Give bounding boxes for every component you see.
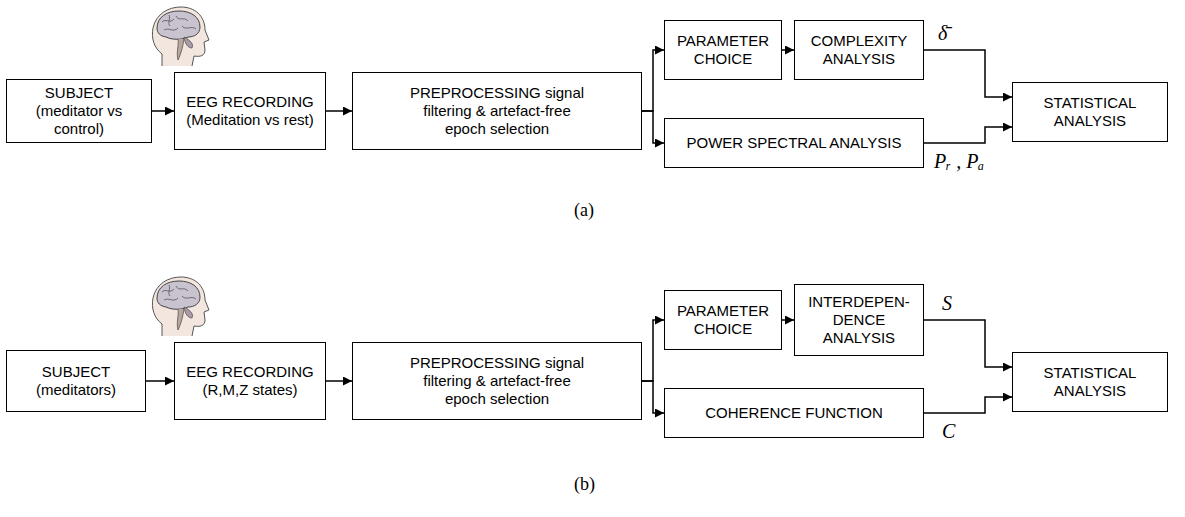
box-text: PREPROCESSING signal filtering & artefac… xyxy=(408,84,586,138)
flow-arrow xyxy=(924,320,1012,367)
flow-arrow xyxy=(782,49,794,51)
analysis-box: COMPLEXITY ANALYSIS xyxy=(794,20,924,80)
analysis-box: POWER SPECTRAL ANALYSIS xyxy=(664,118,924,168)
flow-arrow xyxy=(924,50,1012,97)
box-text: SUBJECT (meditators) xyxy=(20,363,132,399)
brain-head-icon xyxy=(148,274,210,340)
flow-arrow xyxy=(152,110,174,112)
preprocessing-box: PREPROCESSING signal filtering & artefac… xyxy=(352,342,642,420)
flow-arrow xyxy=(326,380,352,382)
flow-arrow xyxy=(326,110,352,112)
parameter-box: PARAMETER CHOICE xyxy=(664,20,782,80)
box-text: STATISTICAL ANALYSIS xyxy=(1030,94,1150,130)
box-text: INTERDEPEN- DENCE ANALYSIS xyxy=(806,293,912,347)
box-text: POWER SPECTRAL ANALYSIS xyxy=(686,134,901,152)
analysis-box: COHERENCE FUNCTION xyxy=(664,388,924,438)
flow-arrow xyxy=(642,111,664,143)
box-text: STATISTICAL ANALYSIS xyxy=(1030,364,1150,400)
brain-head-icon xyxy=(148,4,210,70)
subject-box: SUBJECT (meditator vs control) xyxy=(6,79,152,143)
box-text: EEG RECORDING (R,M,Z states) xyxy=(180,363,320,399)
box-text: PREPROCESSING signal filtering & artefac… xyxy=(408,354,586,408)
box-text: EEG RECORDING (Meditation vs rest) xyxy=(180,93,320,129)
signal-label: S xyxy=(940,292,954,314)
subfigure-label: (a) xyxy=(574,200,594,221)
flow-arrow xyxy=(146,380,174,382)
recording-box: EEG RECORDING (R,M,Z states) xyxy=(174,342,326,420)
box-text: COHERENCE FUNCTION xyxy=(705,404,883,422)
subject-box: SUBJECT (meditators) xyxy=(6,350,146,412)
signal-label: Pᵣ , Pₐ xyxy=(932,150,986,172)
preprocessing-box: PREPROCESSING signal filtering & artefac… xyxy=(352,72,642,150)
parameter-box: PARAMETER CHOICE xyxy=(664,290,782,350)
signal-label: δ̄ xyxy=(936,22,949,44)
flow-arrow xyxy=(924,127,1012,143)
box-text: PARAMETER CHOICE xyxy=(670,302,776,338)
statistics-box: STATISTICAL ANALYSIS xyxy=(1012,352,1168,412)
subfigure-label: (b) xyxy=(574,474,595,495)
box-text: SUBJECT (meditator vs control) xyxy=(12,84,146,138)
flow-arrow xyxy=(642,381,664,413)
box-text: COMPLEXITY ANALYSIS xyxy=(804,32,914,68)
flow-arrow xyxy=(782,319,794,321)
signal-label: C xyxy=(940,420,957,442)
recording-box: EEG RECORDING (Meditation vs rest) xyxy=(174,72,326,150)
flow-arrow xyxy=(642,320,664,381)
statistics-box: STATISTICAL ANALYSIS xyxy=(1012,82,1168,142)
box-text: PARAMETER CHOICE xyxy=(670,32,776,68)
flow-arrow xyxy=(642,50,664,111)
flow-arrow xyxy=(924,397,1012,413)
analysis-box: INTERDEPEN- DENCE ANALYSIS xyxy=(794,284,924,356)
